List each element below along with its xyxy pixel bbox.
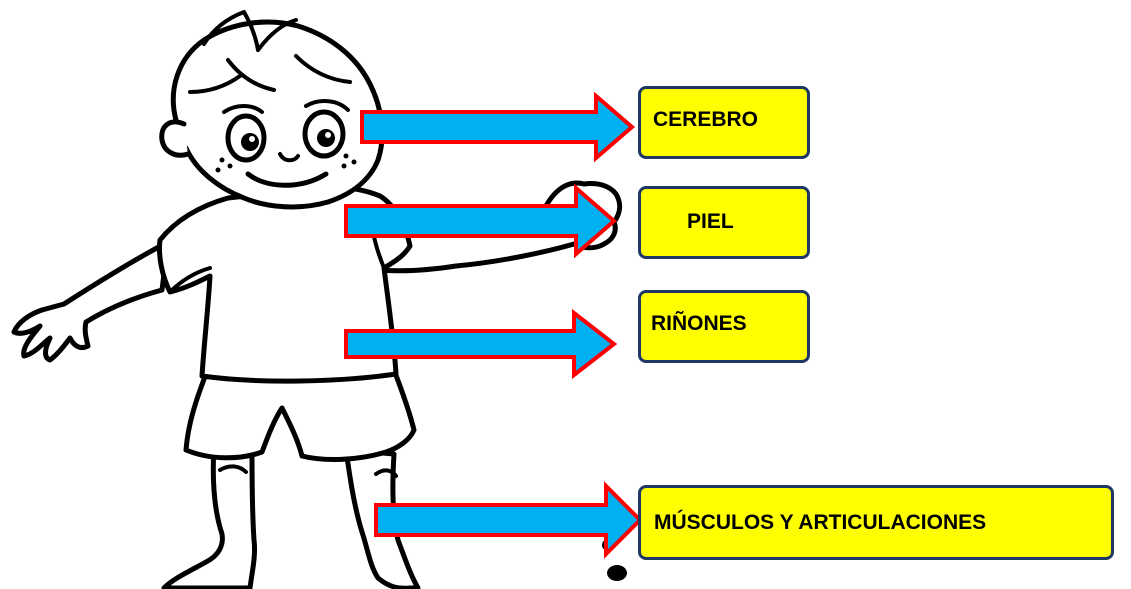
mouth <box>245 171 329 188</box>
knee-lines <box>218 464 398 478</box>
hair <box>188 10 352 94</box>
left-eyebrow <box>222 104 264 114</box>
left-arm <box>11 239 171 363</box>
sleeve-line-left <box>168 266 212 294</box>
arrows <box>344 91 643 559</box>
label-rinones: RIÑONES <box>651 312 747 335</box>
arrow-musculos <box>374 481 643 559</box>
right-pupil <box>317 129 335 147</box>
arrow-rinones <box>344 308 618 380</box>
right-eye-highlight <box>325 132 331 138</box>
label-box-cerebro: CEREBRO <box>638 86 810 159</box>
label-musculos: MÚSCULOS Y ARTICULACIONES <box>654 511 987 534</box>
head <box>164 19 385 210</box>
arrow-piel <box>344 183 618 259</box>
child-illustration <box>11 10 623 589</box>
arrow-cerebro <box>360 91 636 163</box>
label-cerebro: CEREBRO <box>653 108 759 131</box>
freckles <box>215 153 357 173</box>
left-pupil <box>241 133 259 151</box>
left-leg <box>161 443 257 589</box>
label-piel: PIEL <box>687 210 734 233</box>
label-box-piel: PIEL <box>638 186 810 259</box>
right-eyebrow <box>304 99 350 112</box>
label-box-musculos: MÚSCULOS Y ARTICULACIONES <box>638 485 1114 560</box>
label-box-rinones: RIÑONES <box>638 290 810 363</box>
nose <box>278 152 300 163</box>
left-eye-highlight <box>249 136 255 142</box>
left-ear <box>159 119 191 158</box>
